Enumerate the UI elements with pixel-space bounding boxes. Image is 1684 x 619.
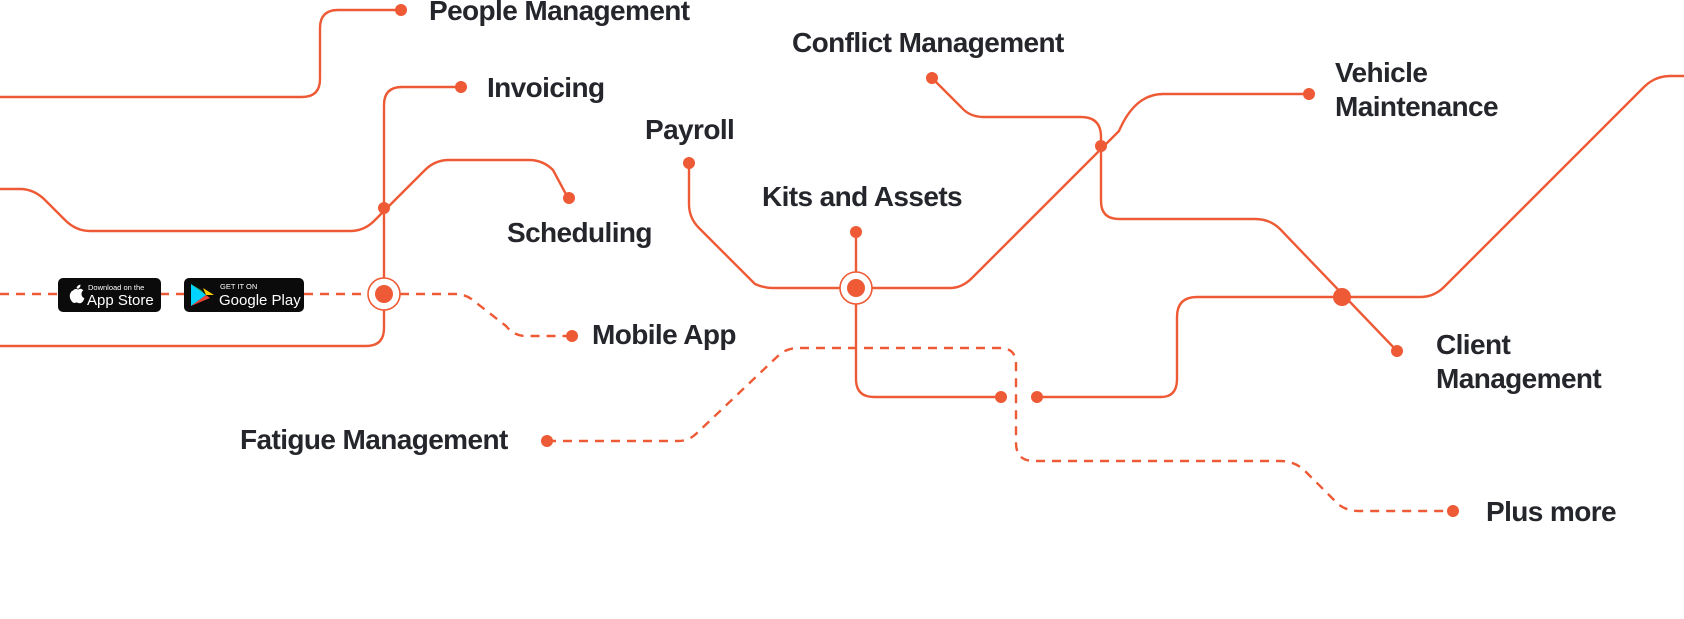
google-play-badge[interactable]: GET IT ON Google Play [184,278,304,312]
app-store-badge[interactable]: Download on the App Store [58,278,161,312]
junction-dot-mobile-app [375,285,393,303]
label-invoicing: Invoicing [487,72,605,103]
label-plus-more: Plus more [1486,496,1616,527]
station-dot-plus-more [1447,505,1459,517]
app-store-small-text: Download on the [88,283,144,292]
station-dot-people-management [395,4,407,16]
label-people-management: People Management [429,0,690,26]
google-play-small-text: GET IT ON [220,282,257,291]
station-dot-scheduling [563,192,575,204]
label-vehicle-maintenance-line2: Maintenance [1335,91,1498,122]
label-conflict-management: Conflict Management [792,27,1064,58]
station-dot-line-gap-right [1031,391,1043,403]
label-vehicle-maintenance-line1: Vehicle [1335,57,1427,88]
label-kits-and-assets: Kits and Assets [762,181,962,212]
label-payroll: Payroll [645,114,734,145]
junction-dot-invoicing-scheduling [378,202,390,214]
label-client-management-line2: Management [1436,363,1601,394]
junction-dot-client-management [1333,288,1351,306]
route-mobile-app [0,292,572,338]
label-mobile-app: Mobile App [592,319,736,350]
route-payroll [687,92,1311,290]
route-people-management [0,8,402,99]
station-dot-client-management [1391,345,1403,357]
route-kits-and-assets [854,230,1003,399]
station-dot-invoicing [455,81,467,93]
station-dot-kits-and-assets [850,226,862,238]
google-play-big-text: Google Play [219,292,301,309]
route-conflict-management [930,76,1399,353]
junction-dot-kits-and-assets [847,279,865,297]
station-dot-line-gap-left [995,391,1007,403]
label-fatigue-management: Fatigue Management [240,424,508,455]
route-scheduling [0,158,570,233]
station-dot-fatigue-management [541,435,553,447]
route-client-management [1035,74,1684,399]
label-scheduling: Scheduling [507,217,652,248]
station-dot-payroll [683,157,695,169]
app-store-big-text: App Store [87,292,154,309]
station-dot-mobile-app [566,330,578,342]
station-dot-conflict-management [926,72,938,84]
label-client-management-line1: Client [1436,329,1510,360]
station-dot-vehicle-maintenance [1303,88,1315,100]
google-play-icon [191,284,214,306]
apple-icon [69,284,85,304]
route-fatigue-management [547,346,1452,513]
junction-dot-payroll-conflict [1095,140,1107,152]
route-invoicing [0,85,462,348]
